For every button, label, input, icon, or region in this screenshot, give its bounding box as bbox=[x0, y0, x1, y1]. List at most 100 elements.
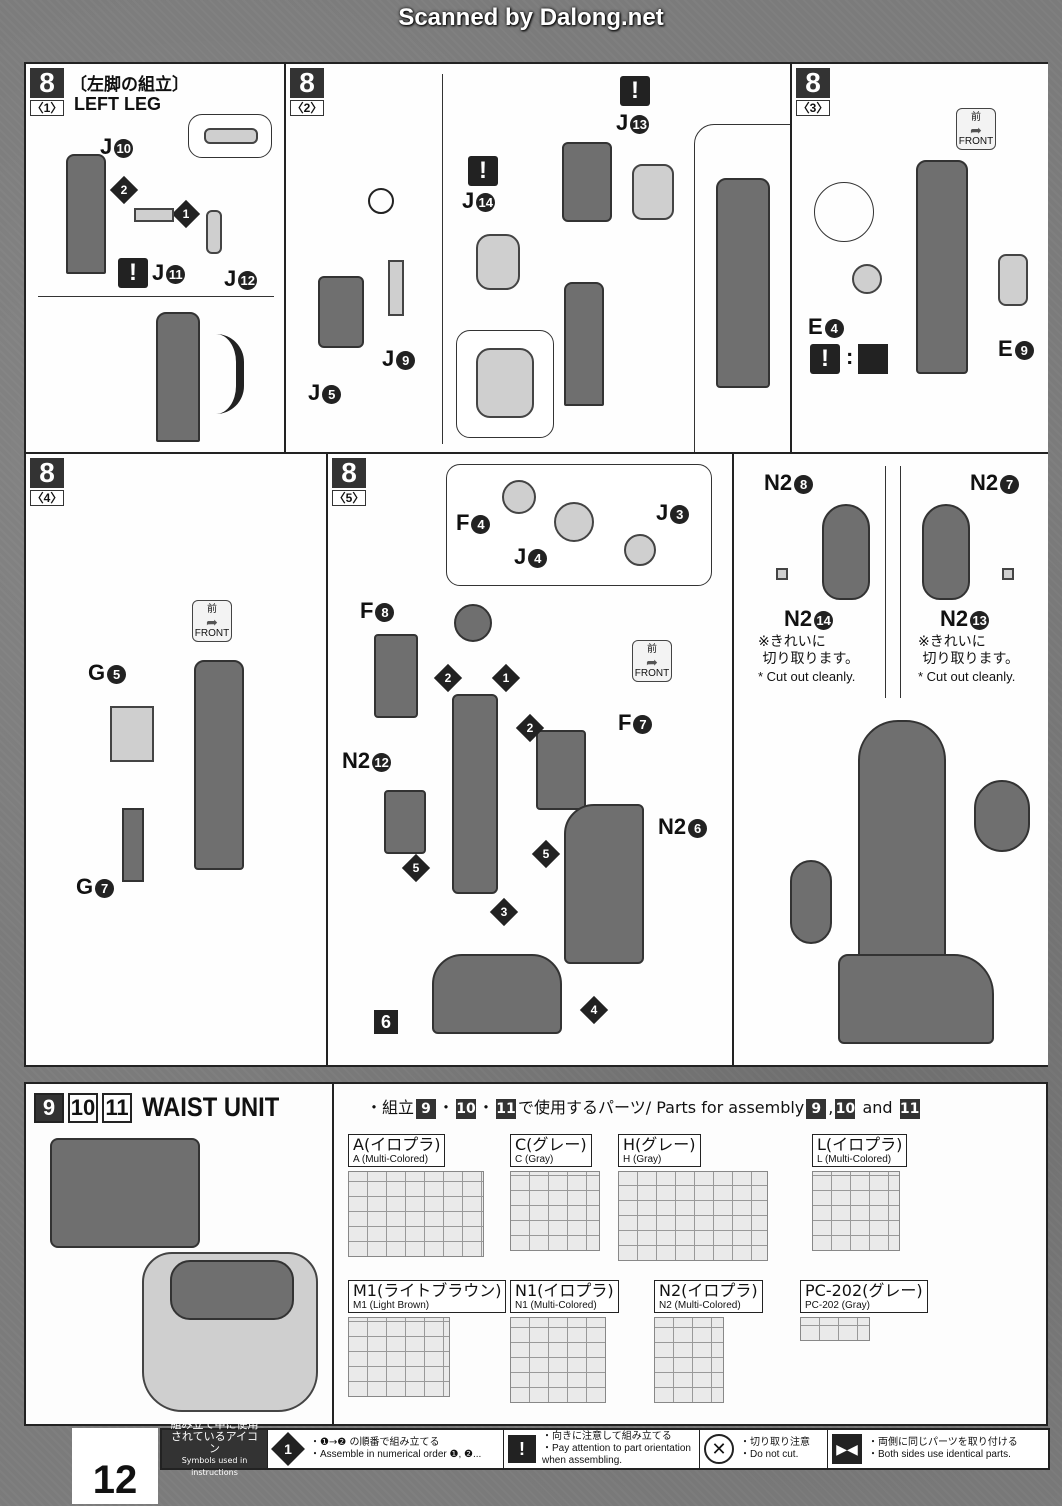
runner-m1: M1(ライトブラウン)M1 (Light Brown) bbox=[348, 1280, 507, 1397]
section-title-en: LEFT LEG bbox=[74, 94, 161, 114]
cover-part-g5 bbox=[110, 706, 154, 762]
waist-frame-illustration bbox=[50, 1138, 200, 1248]
colon: : bbox=[846, 344, 854, 369]
runner-l-image bbox=[812, 1171, 900, 1251]
attention-icon: ! bbox=[468, 156, 498, 186]
runner-h-image bbox=[618, 1171, 768, 1261]
sequence-step-1: 1 bbox=[171, 199, 201, 229]
lower-thigh bbox=[564, 282, 604, 406]
knee-cover-detail bbox=[476, 348, 534, 418]
tab-n2-13 bbox=[1002, 568, 1014, 580]
runner-m1-image bbox=[348, 1317, 450, 1397]
front-direction-badge: 前➦FRONT bbox=[192, 600, 232, 642]
knee-cover-left-fitted bbox=[790, 860, 832, 944]
thigh-block bbox=[562, 142, 612, 222]
section-title-jp: 〔左脚の組立〕 bbox=[70, 75, 189, 95]
side-cover-e9 bbox=[998, 254, 1028, 306]
pin-part-j12 bbox=[206, 210, 222, 254]
result-box bbox=[694, 124, 790, 452]
knee-part-j5 bbox=[318, 276, 364, 348]
side-part-n2-12 bbox=[384, 790, 426, 854]
runner-a-image bbox=[348, 1171, 484, 1257]
step-box-6: 6 bbox=[374, 1010, 398, 1034]
sequence-step-5: 5 bbox=[401, 853, 431, 883]
knee-cover-j14 bbox=[476, 234, 520, 290]
order-diamond-icon: 1 bbox=[271, 1432, 305, 1466]
foot-part bbox=[432, 954, 562, 1034]
knee-cover-n2-7 bbox=[922, 504, 970, 600]
assembled-leg-result bbox=[716, 178, 770, 388]
shin-part-g7 bbox=[122, 808, 144, 882]
assembled-leg bbox=[194, 660, 244, 870]
sequence-step-3: 3 bbox=[489, 897, 519, 927]
step-9: 9 bbox=[34, 1092, 64, 1123]
sequence-step-1: 1 bbox=[491, 663, 521, 693]
legend-order: 1 ・❶→❷ の順番で組み立てる・Assemble in numerical o… bbox=[268, 1430, 504, 1468]
sequence-step-5b: 5 bbox=[531, 839, 561, 869]
both-sides-icon: ▶◀ bbox=[832, 1434, 862, 1464]
front-direction-badge: 前➦FRONT bbox=[956, 108, 996, 150]
waist-unit-heading: 9 10 11 WAIST UNIT bbox=[34, 1092, 298, 1123]
legend-both-sides: ▶◀ ・両側に同じパーツを取り付ける・Both sides use identi… bbox=[828, 1430, 1048, 1468]
sequence-step-4: 4 bbox=[579, 995, 609, 1025]
ball-joint-f4 bbox=[502, 480, 536, 514]
legend-no-cut: ✕ ・切り取り注意・Do not cut. bbox=[700, 1430, 828, 1468]
detail-bubble-e4 bbox=[814, 182, 874, 242]
knee-ball bbox=[454, 604, 492, 642]
completed-foot bbox=[838, 954, 994, 1044]
runner-c-image bbox=[510, 1171, 600, 1251]
cap-part-e4 bbox=[852, 264, 882, 294]
step-11: 11 bbox=[102, 1092, 132, 1123]
runner-h: H(グレー)H (Gray) bbox=[618, 1134, 768, 1261]
knee-link-j9 bbox=[388, 260, 404, 316]
sub-divider bbox=[442, 74, 443, 444]
knee-cover-right-fitted bbox=[974, 780, 1030, 852]
scan-credit: Scanned by Dalong.net bbox=[398, 4, 664, 31]
step-number: 8 bbox=[30, 458, 64, 488]
divider-line bbox=[38, 296, 274, 297]
step-sub-number: 〈1〉 bbox=[30, 100, 64, 116]
both-sides-icon bbox=[858, 344, 888, 374]
attention-icon: ! bbox=[508, 1435, 536, 1463]
attention-icon: ! bbox=[810, 344, 840, 374]
knee-joint-j13 bbox=[632, 164, 674, 220]
runner-pc202-image bbox=[800, 1317, 870, 1341]
front-direction-badge: 前➦FRONT bbox=[632, 640, 672, 682]
runner-a: A(イロプラ)A (Multi-Colored) bbox=[348, 1134, 484, 1257]
cover-f8 bbox=[374, 634, 418, 718]
waist-preview-divider bbox=[332, 1084, 334, 1426]
page-number: 12 bbox=[72, 1428, 158, 1504]
link-part-j11 bbox=[134, 208, 174, 222]
step-sub-number: 〈4〉 bbox=[30, 490, 64, 506]
runner-l: L(イロプラ)L (Multi-Colored) bbox=[812, 1134, 908, 1251]
no-cut-icon: ✕ bbox=[704, 1434, 734, 1464]
shin-armor-n2-6 bbox=[564, 804, 644, 964]
knee-cover-n2-8 bbox=[822, 504, 870, 600]
thigh-part-j10 bbox=[66, 154, 106, 274]
waist-inner-illustration bbox=[170, 1260, 294, 1320]
step-number: 8 bbox=[796, 68, 830, 98]
ball-joint-j3 bbox=[624, 534, 656, 566]
detail-box-right bbox=[900, 466, 1040, 698]
legend-attention: ! ・向きに注意して組み立てる・Pay attention to part or… bbox=[504, 1430, 700, 1468]
cut-note-left: ※きれいに 切り取ります。* Cut out cleanly. bbox=[758, 634, 860, 684]
step-sub-number: 〈2〉 bbox=[290, 100, 324, 116]
step-sub-number: 〈5〉 bbox=[332, 490, 366, 506]
